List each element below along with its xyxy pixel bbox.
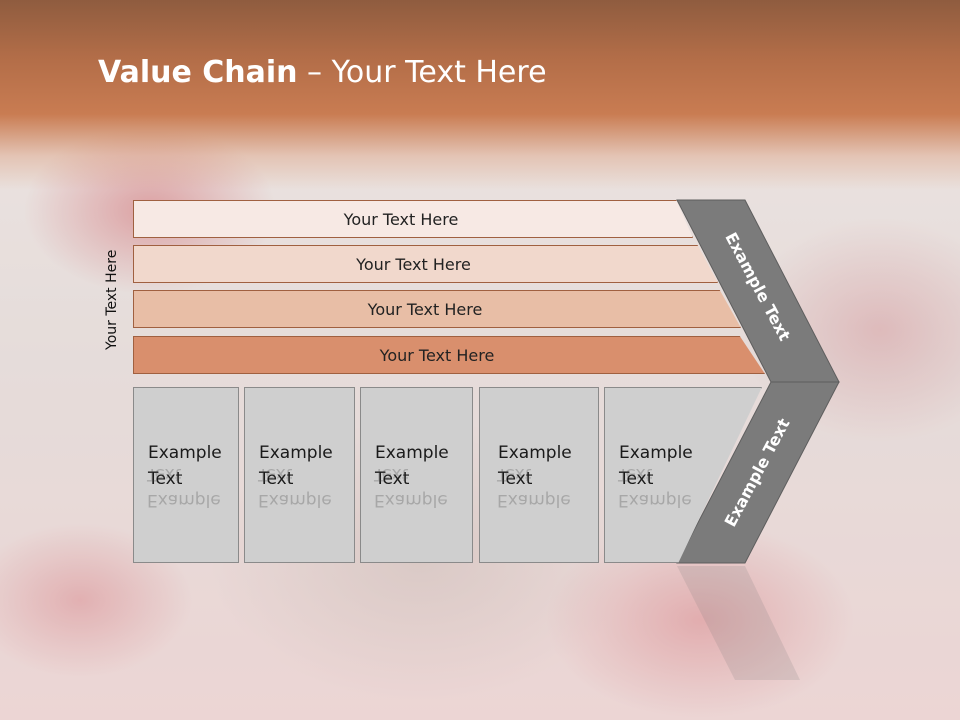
- activity-box-2-line2: Text: [259, 469, 294, 489]
- activity-box-4-line1: Example: [498, 443, 572, 463]
- reflection-2-line1: Example: [258, 490, 332, 510]
- chevron-reflection: [677, 566, 800, 680]
- reflection-5-line1: Example: [618, 490, 692, 510]
- activity-box-1-line1: Example: [148, 443, 222, 463]
- reflection-2-line2: Text: [258, 464, 293, 484]
- reflection-4-line2: Text: [497, 464, 532, 484]
- slide-title: Value Chain – Your Text Here: [98, 55, 547, 90]
- reflection-3-line2: Text: [374, 464, 409, 484]
- activity-box-3-line2: Text: [375, 469, 410, 489]
- activity-box-3-line1: Example: [375, 443, 449, 463]
- support-bar-3-label: Your Text Here: [367, 299, 483, 319]
- activity-box-4-line2: Text: [498, 469, 533, 489]
- support-bar-1: Your Text Here: [133, 200, 693, 238]
- reflection-5-line2: Text: [618, 464, 653, 484]
- title-rest: – Your Text Here: [297, 55, 547, 90]
- support-bar-4-label: Your Text Here: [379, 345, 495, 365]
- support-bar-4: Your Text Here: [133, 336, 765, 374]
- support-bar-3: Your Text Here: [133, 290, 741, 328]
- activity-box-5-line2: Text: [619, 469, 654, 489]
- chevron-lower-shape: [676, 381, 840, 564]
- reflection-1-line1: Example: [147, 490, 221, 510]
- support-bar-2-label: Your Text Here: [356, 254, 471, 274]
- header-band: [0, 0, 960, 190]
- reflection-4-line1: Example: [497, 490, 571, 510]
- reflection-1-line2: Text: [147, 464, 182, 484]
- activity-box-5-line1: Example: [619, 443, 693, 463]
- reflection-3-line1: Example: [374, 490, 448, 510]
- title-bold: Value Chain: [98, 55, 298, 90]
- activity-box-2-line1: Example: [259, 443, 333, 463]
- support-bar-1-label: Your Text Here: [343, 209, 459, 229]
- activity-box-1-line2: Text: [148, 469, 183, 489]
- support-bar-2: Your Text Here: [133, 245, 718, 283]
